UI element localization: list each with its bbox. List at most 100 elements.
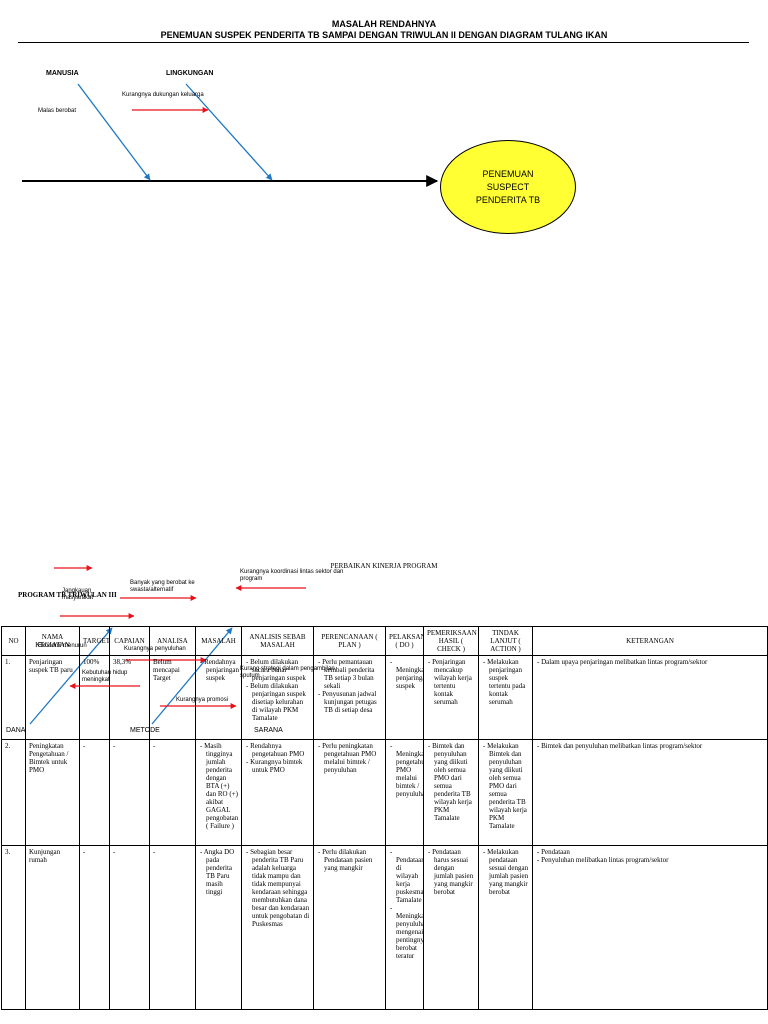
bone-lingkungan	[185, 83, 273, 181]
cell-capaian: 38,3%	[109, 655, 150, 740]
category-lingkungan: LINGKUNGAN	[166, 70, 214, 77]
cell-target: -	[79, 845, 110, 1010]
table-row: 1. Penjaringan suspek TB paru 100% 38,3%…	[1, 655, 768, 740]
list-item: Perlu peningkatan pengetahuan PMO melalu…	[322, 742, 382, 774]
list-item: Bimtek dan penyuluhan melibatkan lintas …	[541, 742, 764, 750]
cell-no: 1.	[1, 655, 26, 740]
cell-plan: Perlu pemantauan kembali penderita TB se…	[313, 655, 386, 740]
cell-analisa: Belum mencapai Target	[149, 655, 196, 740]
cause-promosi: Kurangnya promosi	[176, 697, 229, 703]
category-dana: DANA	[6, 727, 26, 734]
effect-line-3: PENDERITA TB	[475, 194, 541, 205]
cell-action: Melakukan Bimtek dan penyuluhan yang dii…	[478, 739, 533, 846]
cause-dukungan-keluarga: Kurangnya dukungan keluarga	[122, 92, 204, 98]
document-subtitle: PENEMUAN SUSPEK PENDERITA TB SAMPAI DENG…	[160, 30, 608, 40]
list-item: Rendahnya penjaringan suspek	[204, 658, 239, 682]
program-table: NO NAMA KEGIATAN TARGET CAPAIAN ANALISA …	[1, 626, 768, 1010]
cell-kegiatan: Peningkatan Pengetahuan / Bimtek untuk P…	[25, 739, 80, 846]
program-title: PERBAIKAN KINERJA PROGRAM	[330, 562, 438, 570]
header-plan: PERENCANAAN ( PLAN )	[313, 626, 386, 656]
list-item: Belum dilakukan secara benar penjaringan…	[250, 658, 310, 682]
table-row: 2. Peningkatan Pengetahuan / Bimtek untu…	[1, 739, 768, 846]
header-no: NO	[1, 626, 26, 656]
cell-target: 100%	[79, 655, 110, 740]
document-title: MASALAH RENDAHNYA	[331, 19, 437, 29]
list-item: Belum dilakukan penjaringan suspek diset…	[250, 682, 310, 722]
cell-kegiatan: Kunjungan rumah	[25, 845, 80, 1010]
cell-masalah: Angka DO pada penderita TB Paru masih ti…	[195, 845, 242, 1010]
cause-penyuluhan: Kurangnya penyuluhan	[124, 646, 186, 652]
cell-no: 2.	[1, 739, 26, 846]
cell-sebab: Sebagian besar penderita TB Paru adalah …	[241, 845, 314, 1010]
header-kegiatan: NAMA KEGIATAN	[25, 626, 80, 656]
cause-malas-berobat: Malas berobat	[38, 108, 77, 114]
cell-do: Pendataan di wilayah kerja puskesmas Tam…	[385, 845, 424, 1010]
effect-line-2: SUSPECT	[486, 181, 530, 192]
effect-ellipse: PENEMUAN SUSPECT PENDERITA TB	[440, 140, 576, 234]
effect-line-1: PENEMUAN	[482, 168, 534, 179]
cell-analisa: -	[149, 739, 196, 846]
cell-do: Meningkatkan pengetahuan PMO melalui bim…	[385, 739, 424, 846]
table-row: 3. Kunjungan rumah - - - Angka DO pada p…	[1, 845, 768, 1010]
cause-jangkauan: Jangkauan masyarakat	[62, 588, 94, 601]
list-item: Pendataan di wilayah kerja puskesmas Tam…	[396, 848, 423, 904]
list-item: Meningkatkan penjaringan suspek	[396, 658, 423, 690]
list-item: Penjaringan mencakup wilayah kerja terte…	[432, 658, 475, 706]
list-item: Kurangnya bimtek untuk PMO	[250, 758, 310, 774]
cell-action: Melakukan penjaringan suspek tertentu pa…	[478, 655, 533, 740]
cell-kegiatan: Penjaringan suspek TB paru	[25, 655, 80, 740]
header-analisa: ANALISA	[149, 626, 196, 656]
bone-manusia	[77, 83, 151, 181]
cause-berobat-swasta: Banyak yang berobat ke swasta/alternatif	[130, 580, 195, 593]
list-item: Perlu dilakukan Pendataan pasien yang ma…	[322, 848, 382, 872]
list-item: Angka DO pada penderita TB Paru masih ti…	[204, 848, 238, 896]
list-item: Bimtek dan penyuluhan yang diikuti oleh …	[432, 742, 475, 822]
cell-action: Melakukan pendataan sesuai dengan jumlah…	[478, 845, 533, 1010]
cell-masalah: Masih tingginya jumlah penderita dengan …	[195, 739, 242, 846]
list-item: Melakukan penjaringan suspek tertentu pa…	[487, 658, 529, 706]
category-sarana: SARANA	[254, 727, 283, 734]
cell-check: Penjaringan mencakup wilayah kerja terte…	[423, 655, 479, 740]
cell-no: 3.	[1, 845, 26, 1010]
list-item: Meningkatkan penyuluhan mengenai penting…	[396, 904, 423, 960]
header-sebab: ANALISIS SEBAB MASALAH	[241, 626, 314, 656]
cause-kebutuhan: Kebutuhan hidup meningkat	[82, 670, 128, 683]
table-header-row: NO NAMA KEGIATAN TARGET CAPAIAN ANALISA …	[1, 626, 768, 656]
list-item: Penyuluhan melibatkan lintas program/sek…	[541, 856, 764, 864]
cause-koordinasi: Kurangnya koordinasi lintas sektor dan p…	[240, 569, 344, 582]
list-item: Perlu pemantauan kembali penderita TB se…	[322, 658, 382, 690]
header-check: PEMERIKSAAN HASIL ( CHECK )	[423, 626, 479, 656]
list-item: Melakukan pendataan sesuai dengan jumlah…	[487, 848, 529, 896]
list-item: Rendahnya pengetahuan PMO	[250, 742, 310, 758]
header-keterangan: KETERANGAN	[532, 626, 768, 656]
cause-ekonomi: Ekonomi menurun	[38, 643, 87, 649]
list-item: Melakukan Bimtek dan penyuluhan yang dii…	[487, 742, 529, 830]
cell-sebab: Rendahnya pengetahuan PMO Kurangnya bimt…	[241, 739, 314, 846]
cell-plan: Perlu peningkatan pengetahuan PMO melalu…	[313, 739, 386, 846]
category-metode: METODE	[130, 727, 160, 734]
list-item: Pendataan harus sesuai dengan jumlah pas…	[432, 848, 475, 896]
cell-target: -	[79, 739, 110, 846]
header-capaian: CAPAIAN	[109, 626, 150, 656]
list-item: Masih tingginya jumlah penderita dengan …	[204, 742, 238, 830]
cell-check: Bimtek dan penyuluhan yang diikuti oleh …	[423, 739, 479, 846]
category-manusia: MANUSIA	[46, 70, 79, 77]
list-item: Meningkatkan pengetahuan PMO melalui bim…	[396, 742, 423, 798]
title-divider	[18, 42, 749, 43]
header-action: TINDAK LANJUT ( ACTION )	[478, 626, 533, 656]
cell-keterangan: Pendataan Penyuluhan melibatkan lintas p…	[532, 845, 768, 1010]
cell-capaian: -	[109, 739, 150, 846]
cell-keterangan: Bimtek dan penyuluhan melibatkan lintas …	[532, 739, 768, 846]
program-subtitle: PROGRAM TB TRIWULAN III	[18, 591, 117, 599]
header-do: PELAKSANAAN ( DO )	[385, 626, 424, 656]
cell-plan: Perlu dilakukan Pendataan pasien yang ma…	[313, 845, 386, 1010]
list-item: Pendataan	[541, 848, 764, 856]
cell-keterangan: Dalam upaya penjaringan melibatkan linta…	[532, 655, 768, 740]
list-item: Sebagian besar penderita TB Paru adalah …	[250, 848, 310, 928]
cell-analisa: -	[149, 845, 196, 1010]
cell-capaian: -	[109, 845, 150, 1010]
cell-do: Meningkatkan penjaringan suspek	[385, 655, 424, 740]
cause-strategi: Kurang strategi dalam pengambilan sputum	[240, 666, 335, 679]
list-item: Dalam upaya penjaringan melibatkan linta…	[541, 658, 764, 666]
cell-check: Pendataan harus sesuai dengan jumlah pas…	[423, 845, 479, 1010]
